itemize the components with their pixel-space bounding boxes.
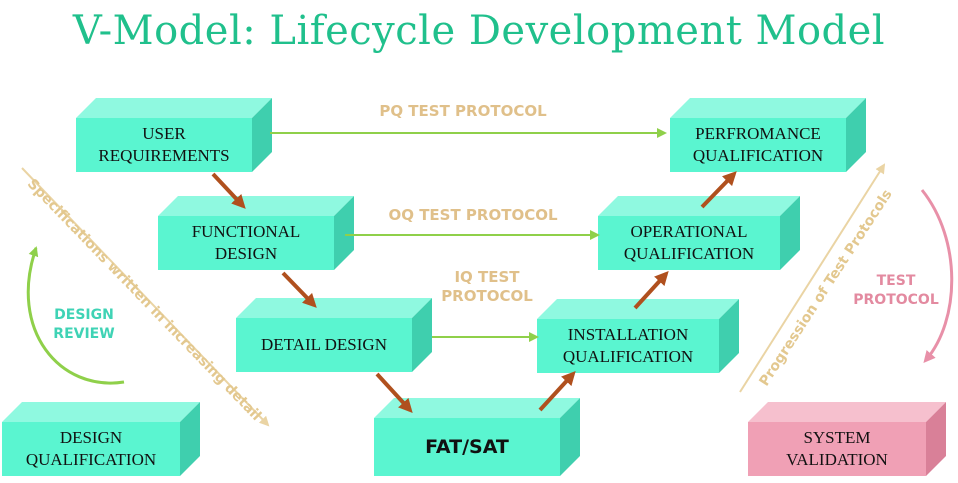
progression-arrow — [739, 163, 886, 393]
operational-qualification-block — [598, 196, 800, 270]
test-protocol-label: TEST PROTOCOL — [853, 273, 939, 308]
iq-test-protocol-label: IQ TEST PROTOCOL — [441, 268, 533, 305]
specifications-arrow — [21, 167, 270, 427]
installation-qualification-block — [537, 299, 739, 373]
user-requirements-block — [76, 98, 272, 172]
iq-to-oq-arrow — [633, 271, 669, 310]
design-qualification-box: DESIGN QUALIFICATION — [25, 428, 157, 469]
functional-design-block — [158, 196, 354, 270]
page-title: V-Model: Lifecycle Development Model — [72, 8, 886, 54]
design-review-label: DESIGN REVIEW — [53, 307, 115, 342]
performance-qualification-block — [670, 98, 866, 172]
fat-sat-box: FAT/SAT — [425, 436, 509, 458]
operational-qualification-box: OPERATIONAL QUALIFICATION — [623, 222, 755, 263]
system-validation-box: SYSTEM VALIDATION — [786, 428, 888, 469]
performance-qualification-box: PERFROMANCE QUALIFICATION — [692, 124, 824, 165]
design-qualification-block — [2, 402, 200, 476]
test-protocol-arrow — [920, 189, 954, 364]
installation-qualification-box: INSTALLATION QUALIFICATION — [562, 325, 694, 366]
design-review-arrow — [26, 246, 125, 385]
oq-test-protocol-label: OQ TEST PROTOCOL — [388, 206, 558, 224]
pq-test-protocol-label: PQ TEST PROTOCOL — [379, 102, 547, 120]
fat-to-iq-arrow — [538, 371, 576, 412]
system-validation-block — [748, 402, 946, 476]
fat-sat-block — [374, 398, 580, 476]
fd-to-dd-arrow — [281, 271, 317, 308]
detail-design-block — [236, 298, 432, 372]
detail-design-box: DETAIL DESIGN — [261, 335, 387, 354]
dd-to-fat-arrow — [375, 372, 413, 413]
ur-to-fd-arrow — [211, 172, 246, 209]
oq-to-pq-arrow — [700, 171, 737, 209]
functional-design-box: FUNCTIONAL DESIGN — [191, 222, 301, 263]
user-requirements-box: USER REQUIREMENTS — [98, 124, 230, 165]
